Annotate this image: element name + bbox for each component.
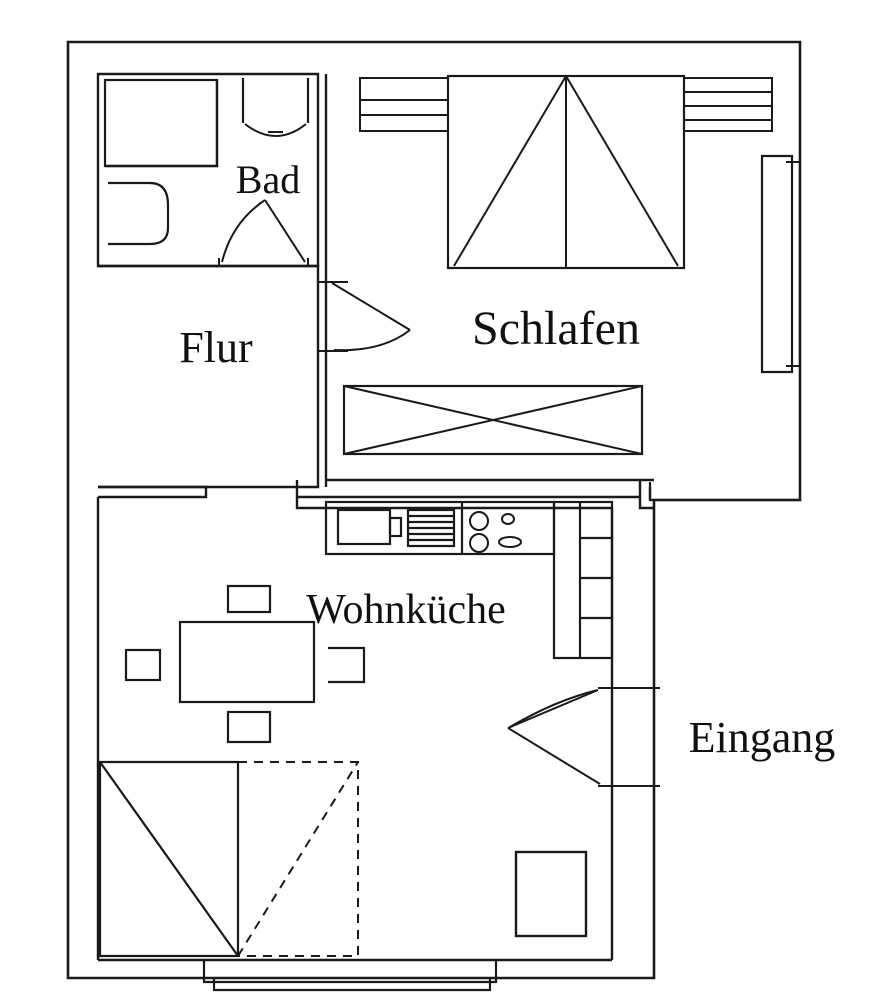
bed-duvet-left	[453, 75, 567, 267]
window-bottom-outer	[202, 960, 498, 984]
dining-table-icon	[178, 620, 316, 704]
window-bedroom-bottom-group	[648, 482, 800, 502]
bed-duvet-right	[565, 75, 679, 267]
entry-door-group	[507, 687, 660, 787]
entry-door-arc	[509, 689, 599, 728]
wardrobe-icon	[342, 384, 644, 456]
armchair-icon	[514, 850, 588, 938]
armchair-group	[514, 850, 588, 938]
schlafen-furniture	[342, 74, 801, 456]
wardrobe-cross-2	[343, 385, 643, 455]
kitchen-appliances	[324, 500, 614, 660]
wall-wohn-top	[295, 497, 612, 510]
chair-right-icon	[328, 646, 366, 684]
door-leaf	[331, 282, 411, 331]
window-bottom-inner	[212, 978, 492, 992]
wall-schlafen-sill	[295, 480, 642, 499]
sofa-bed-diagonal	[99, 761, 239, 957]
sink-faucet-icon	[388, 516, 403, 538]
wall-flur-bottom-stub	[98, 485, 208, 499]
washbasin-icon	[108, 181, 170, 246]
sofa-bed-group	[98, 760, 359, 958]
burner-large-top-icon	[469, 511, 490, 531]
inner-wall-group	[96, 72, 654, 962]
entry-door-arc-chord	[507, 727, 601, 785]
window-bedroom-right-outer	[760, 154, 794, 374]
counter-column-icon	[552, 500, 614, 660]
dining-set	[124, 584, 366, 744]
bathtub-rim	[105, 80, 219, 168]
bad-door-leaf	[264, 199, 306, 263]
bad-door-arc	[221, 199, 266, 263]
window-bedroom-bottom-line	[648, 482, 800, 502]
sofa-bed-extension-dashed	[238, 761, 359, 957]
wall-flur	[98, 264, 320, 489]
wall-junction-right	[638, 497, 654, 510]
sofa-bed-extension-diagonal	[237, 761, 359, 957]
flur-schlafen-door	[318, 281, 411, 352]
room-label-eingang: Eingang	[689, 713, 836, 762]
window-bedroom-right-inner	[786, 161, 801, 367]
outer-wall-group	[66, 40, 802, 980]
door-arc	[333, 329, 411, 352]
burner-small-icon	[501, 513, 515, 525]
entry-door-leaf	[507, 689, 599, 729]
bad-fixtures	[103, 78, 310, 246]
outer-wall-outline	[66, 40, 802, 980]
burner-large-bottom-icon	[469, 533, 490, 553]
room-label-flur: Flur	[179, 323, 253, 372]
window-bottom-group	[202, 960, 498, 992]
bad-door-swing	[218, 199, 309, 266]
chair-bottom-icon	[226, 710, 272, 744]
room-label-wohnkueche: Wohnküche	[306, 587, 506, 633]
burner-oval-icon	[498, 536, 522, 548]
chair-top-icon	[226, 584, 272, 614]
room-label-schlafen: Schlafen	[472, 302, 640, 355]
chair-left-icon	[124, 648, 162, 682]
room-label-bad: Bad	[236, 157, 300, 202]
shower-basin-icon	[244, 123, 307, 137]
